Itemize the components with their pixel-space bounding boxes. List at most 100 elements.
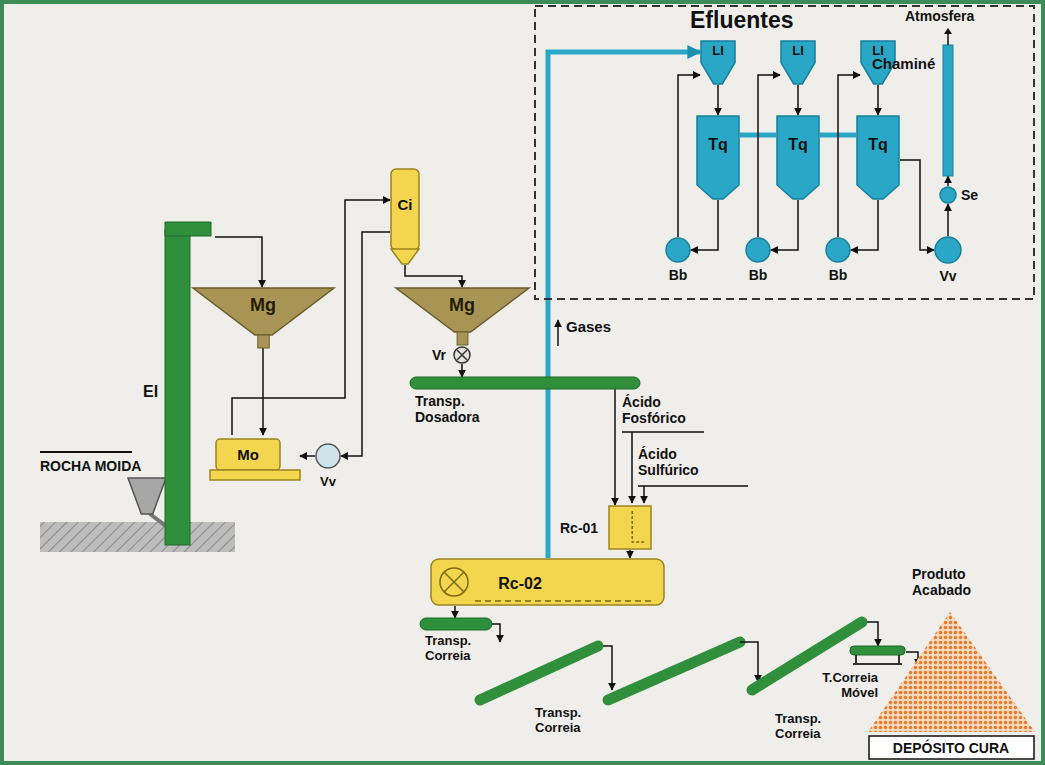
- node-label: Rc-01: [560, 520, 598, 536]
- flow-connector: [461, 364, 463, 377]
- node-label: LI: [712, 44, 724, 59]
- pump-shape: [825, 237, 851, 263]
- node-label: Vv: [320, 475, 336, 490]
- drawing-path: [701, 41, 735, 84]
- drawing-circle: [935, 237, 961, 263]
- node-label: DEPÓSITO CURA: [893, 740, 1009, 756]
- tank: Tq: [856, 115, 900, 200]
- flow-connector: [341, 232, 390, 456]
- reactor-shape: [430, 558, 665, 606]
- fan: Vv: [934, 236, 962, 264]
- reactor: Rc-01: [608, 505, 652, 550]
- reactor-shape: [608, 505, 652, 550]
- cyclone: Ci: [390, 168, 420, 265]
- drawing-path: [944, 28, 952, 34]
- drawing-circle: [454, 347, 470, 363]
- node-label: Vv: [939, 268, 956, 284]
- flow-connector: [454, 606, 456, 618]
- annotation-label: Produto Acabado: [912, 566, 986, 598]
- belt-conveyor-shape: [476, 642, 602, 704]
- rotary-valve-shape: [453, 346, 471, 364]
- node-label: Transp. Correia: [775, 712, 837, 742]
- node-label: Se: [961, 187, 978, 203]
- flow-connector: [797, 85, 799, 115]
- drawing-rect: [165, 230, 190, 545]
- node-label: Tq: [708, 136, 728, 154]
- node-label: Mg: [250, 295, 276, 316]
- flow-connector: [947, 204, 949, 236]
- annotation-label: Ácido Sulfúrico: [638, 446, 720, 478]
- bucket-elevator-shape: [165, 222, 215, 545]
- node-label: Rc-02: [498, 575, 542, 593]
- separator-shape: [939, 186, 957, 204]
- flow-connector: [262, 348, 264, 435]
- mobile-conveyor-shape: [850, 646, 905, 668]
- fan: Vv: [315, 443, 341, 469]
- drawing-path: [457, 350, 467, 360]
- drawing-circle: [316, 444, 340, 468]
- pump-shape: [665, 237, 691, 263]
- pump: Bb: [825, 237, 851, 263]
- drawing-path: [777, 116, 819, 199]
- dosing-conveyor-shape: [410, 377, 640, 389]
- drawing-rect: [869, 736, 1034, 759]
- feed-hopper: ROCHA MOIDA: [128, 478, 166, 514]
- node-label: LI: [792, 44, 804, 59]
- drawing-path: [868, 612, 1035, 732]
- drawing-path: [632, 511, 646, 542]
- drawing-path: [165, 222, 211, 236]
- dosing-conveyor: Transp. Dosadora: [410, 377, 640, 389]
- belt-conveyor-shape: [420, 618, 492, 630]
- drawing-path: [781, 41, 815, 84]
- drawing-circle: [440, 568, 468, 596]
- drawing-rect: [420, 618, 492, 630]
- tank: Tq: [696, 115, 740, 200]
- tank: Tq: [776, 115, 820, 200]
- drawing-path: [128, 478, 166, 514]
- flow-connector: [691, 200, 718, 250]
- flow-connector: [492, 624, 500, 642]
- ground-hatch: [40, 522, 235, 552]
- chimney-shape: [943, 45, 953, 176]
- reactor: Rc-02: [430, 558, 665, 606]
- drawing-path: [396, 288, 529, 332]
- node-label: Bb: [749, 267, 768, 283]
- drawing-line: [480, 646, 598, 700]
- flow-connector: [947, 176, 949, 186]
- drawing-rect: [535, 6, 1034, 299]
- node-label: Efluentes: [690, 7, 794, 33]
- drawing-rect: [943, 45, 953, 176]
- flow-connector: [877, 85, 879, 115]
- pump-shape: [745, 237, 771, 263]
- scrubber: LI: [700, 40, 736, 85]
- tank-shape: [776, 115, 820, 200]
- flow-connector: [614, 389, 616, 505]
- drawing-rect: [216, 439, 280, 470]
- drawing-circle: [666, 238, 690, 262]
- drawing-path: [853, 655, 902, 664]
- silo-hopper: Mg: [395, 287, 530, 345]
- node-label: Mo: [237, 446, 259, 463]
- node-label: Transp. Correia: [535, 706, 597, 736]
- mobile-conveyor: T.Correia Móvel: [850, 646, 905, 668]
- flow-connector: [300, 455, 315, 457]
- node-label: Transp. Correia: [425, 634, 487, 664]
- feed-hopper-shape: [128, 478, 166, 514]
- node-label: El: [143, 383, 158, 401]
- tank-shape: [856, 115, 900, 200]
- belt-conveyor: Transp. Correia: [420, 618, 492, 630]
- node-label: Bb: [669, 267, 688, 283]
- drawing-path: [391, 249, 419, 264]
- fan-shape: [934, 236, 962, 264]
- node-label: Atmosfera: [905, 8, 974, 24]
- node-label: Bb: [829, 267, 848, 283]
- chute: [150, 514, 166, 526]
- drawing-path: [475, 600, 655, 602]
- drawing-rect: [210, 470, 300, 480]
- mill: Mo: [210, 435, 300, 480]
- node-label: Tq: [788, 136, 808, 154]
- drawing-rect: [410, 377, 640, 389]
- drop-arrow: [740, 642, 758, 682]
- drawing-path: [444, 572, 464, 592]
- node-label: ROCHA MOIDA: [40, 458, 141, 474]
